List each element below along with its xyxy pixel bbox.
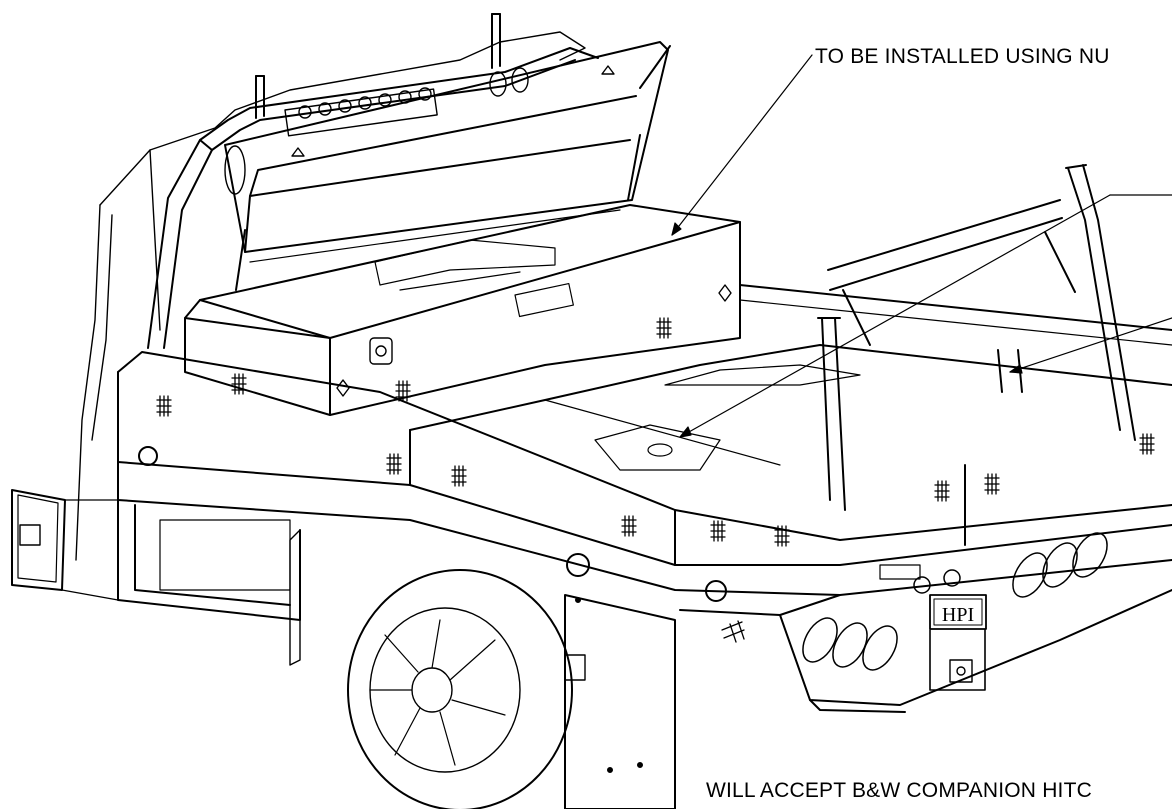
callout-top-note: TO BE INSTALLED USING NU (815, 45, 1110, 68)
tray-deck (409, 284, 1172, 471)
truck-cab-outline (75, 31, 586, 561)
cabinet-door-open (11, 489, 119, 601)
wheel (347, 569, 573, 809)
ladder-rack (817, 164, 1136, 511)
hpi-badge: HPI (929, 594, 987, 630)
toolbox-latch (336, 284, 732, 397)
underbody-cabinet (117, 499, 301, 666)
tray-side-rail (117, 351, 1172, 643)
callout-bottom-note: WILL ACCEPT B&W COMPANION HITC (706, 779, 1092, 802)
leader-lines (671, 54, 1172, 438)
toolbox-lid-open (224, 41, 671, 291)
headboard-frame (147, 13, 599, 349)
toolbox-body (184, 204, 741, 416)
rear-bumper: HPI (679, 532, 1172, 713)
svg-text:HPI: HPI (942, 604, 974, 626)
hpi-logo-plate-toolbox (514, 282, 574, 318)
mudflap (564, 594, 676, 809)
